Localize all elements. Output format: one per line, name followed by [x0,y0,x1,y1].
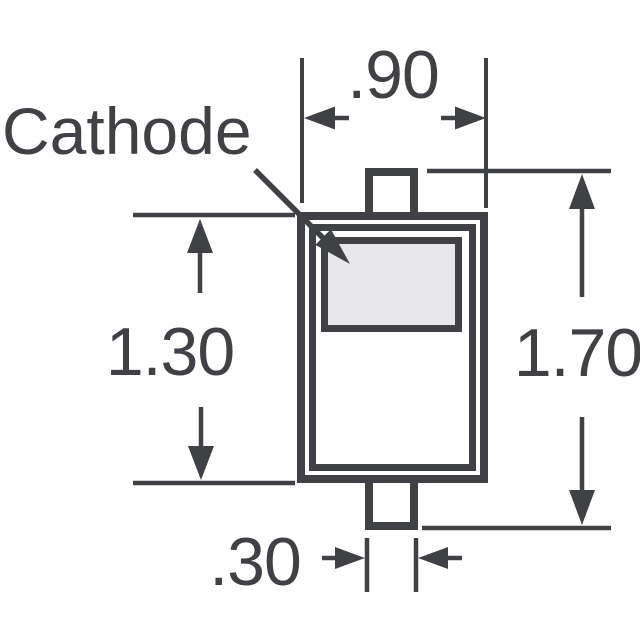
dim-body-height-arrow-up [187,219,213,253]
dim-overall-height-value: 1.70 [513,315,640,391]
dim-overall-height-arrow-down [569,490,595,525]
dim-width-arrow-right [455,106,486,130]
dim-overall-height-annotation [422,168,611,531]
dim-lead-width-annotation [322,538,462,592]
cathode-band [321,237,462,332]
dim-width-annotation [300,58,488,208]
dim-lead-width-arrow-left-pointing [418,547,448,569]
dim-overall-height-arrow-up [569,174,595,209]
bottom-lead [365,475,418,530]
cathode-label: Cathode [2,94,252,168]
cathode-leader-arrow [253,168,350,264]
dim-width-arrow-left [304,106,335,130]
package-body-inner-outline [309,224,476,471]
dim-lead-width-value: .30 [209,524,302,600]
dim-body-height-arrow-down [188,446,214,480]
dim-body-height-annotation [133,212,295,486]
dim-body-height-value: 1.30 [105,314,235,390]
dim-lead-width-arrow-right-pointing [335,547,365,569]
dim-width-value: .90 [347,37,440,113]
top-lead [365,168,418,220]
